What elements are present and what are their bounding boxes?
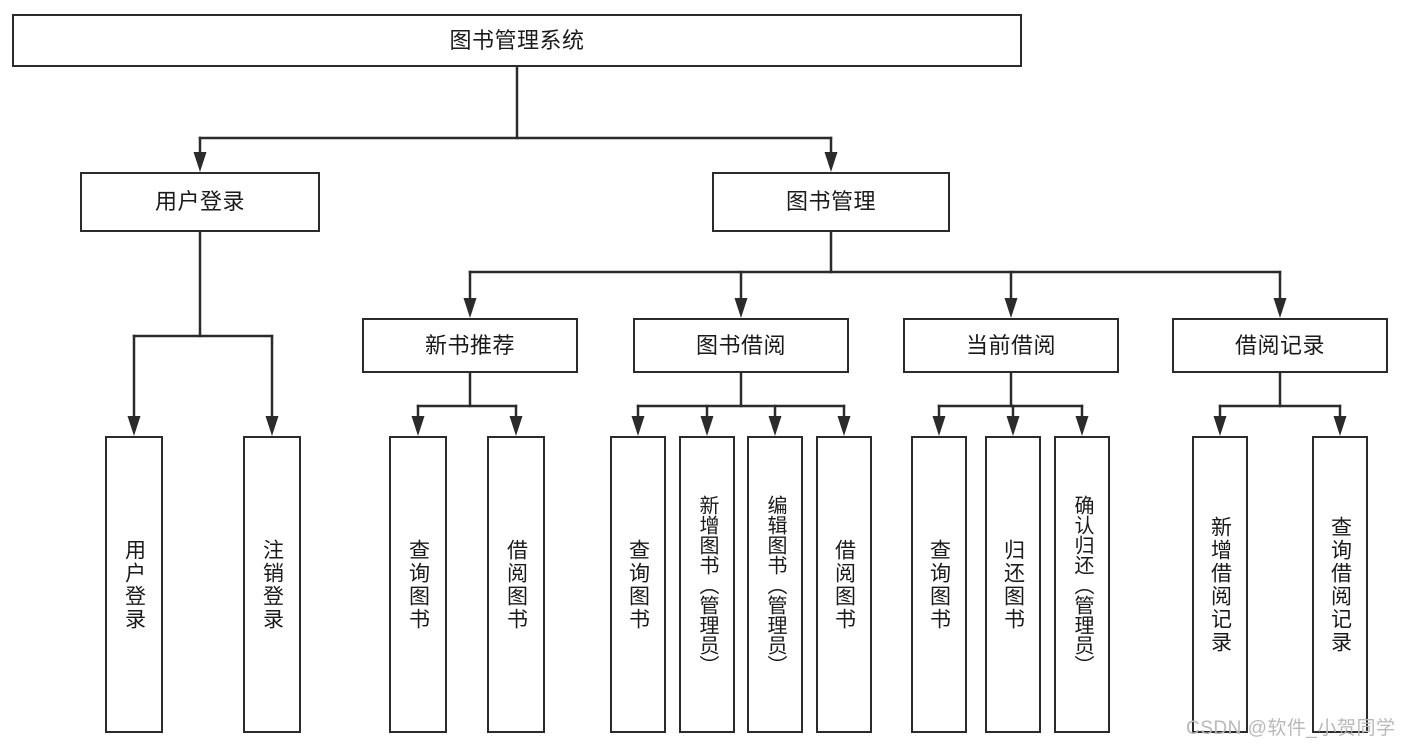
node-label-leaf-rec-query: 查询图书: [406, 538, 430, 631]
connector-arrow-borrowrecord-to-leaves-1: [1333, 416, 1347, 436]
node-leaf-cur-return[interactable]: 归还图书: [985, 436, 1041, 733]
node-label-leaf-borrow-query: 查询图书: [626, 538, 650, 631]
node-leaf-rec-borrow[interactable]: 借阅图书: [487, 436, 545, 733]
node-leaf-cur-confirm[interactable]: 确认归还（管理员）: [1054, 436, 1110, 733]
node-label-leaf-borrow-lend: 借阅图书: [832, 538, 856, 631]
node-leaf-rec-search[interactable]: 查询借阅记录: [1312, 436, 1368, 733]
node-leaf-user-login[interactable]: 用户登录: [105, 436, 163, 733]
node-leaf-cur-query[interactable]: 查询图书: [911, 436, 967, 733]
node-label-leaf-rec-add: 新增借阅记录: [1208, 515, 1232, 654]
node-label-leaf-cur-query: 查询图书: [927, 538, 951, 631]
connector-arrow-newbookrec-to-leaves-1: [509, 416, 523, 436]
node-label-book-borrow: 图书借阅: [695, 332, 786, 358]
connector-arrow-bookmanage-to-level3-3: [1273, 298, 1287, 318]
node-leaf-rec-query[interactable]: 查询图书: [389, 436, 447, 733]
connector-arrow-bookmanage-to-level3-2: [1004, 298, 1018, 318]
connector-arrow-userlogin-to-leaves-0: [127, 416, 141, 436]
node-label-book-manage: 图书管理: [785, 189, 876, 215]
node-user-login[interactable]: 用户登录: [80, 172, 320, 232]
connector-arrow-borrowrecord-to-leaves-0: [1213, 416, 1227, 436]
node-label-leaf-borrow-edit: 编辑图书（管理员）: [764, 494, 786, 675]
node-label-leaf-user-login: 用户登录: [122, 538, 146, 631]
node-borrow-record[interactable]: 借阅记录: [1172, 318, 1388, 373]
node-leaf-rec-add[interactable]: 新增借阅记录: [1192, 436, 1248, 733]
node-label-leaf-rec-search: 查询借阅记录: [1328, 515, 1352, 654]
node-new-book-rec[interactable]: 新书推荐: [362, 318, 578, 373]
node-book-manage[interactable]: 图书管理: [712, 172, 950, 232]
node-root[interactable]: 图书管理系统: [12, 14, 1022, 67]
connector-arrow-newbookrec-to-leaves-0: [411, 416, 425, 436]
node-label-leaf-user-logout: 注销登录: [260, 538, 284, 631]
node-label-user-login: 用户登录: [154, 189, 245, 215]
node-label-root: 图书管理系统: [449, 27, 585, 53]
connector-arrow-bookmanage-to-level3-0: [463, 298, 477, 318]
node-label-leaf-rec-borrow: 借阅图书: [504, 538, 528, 631]
node-leaf-borrow-query[interactable]: 查询图书: [610, 436, 666, 733]
connector-arrow-currentborrow-to-leaves-0: [932, 416, 946, 436]
connector-arrow-root-to-level2-0: [193, 152, 207, 172]
node-label-leaf-borrow-add: 新增图书（管理员）: [696, 494, 718, 675]
connector-arrow-bookborrow-to-leaves-3: [837, 416, 851, 436]
node-label-current-borrow: 当前借阅: [965, 332, 1056, 358]
node-label-leaf-cur-confirm: 确认归还（管理员）: [1071, 494, 1093, 675]
node-label-leaf-cur-return: 归还图书: [1001, 538, 1025, 631]
node-leaf-borrow-lend[interactable]: 借阅图书: [816, 436, 872, 733]
node-current-borrow[interactable]: 当前借阅: [903, 318, 1119, 373]
connector-arrow-bookborrow-to-leaves-2: [768, 416, 782, 436]
connector-arrow-bookborrow-to-leaves-0: [631, 416, 645, 436]
node-label-new-book-rec: 新书推荐: [424, 332, 515, 358]
node-book-borrow[interactable]: 图书借阅: [633, 318, 849, 373]
connector-arrow-root-to-level2-1: [824, 152, 838, 172]
node-leaf-user-logout[interactable]: 注销登录: [243, 436, 301, 733]
node-leaf-borrow-add[interactable]: 新增图书（管理员）: [679, 436, 735, 733]
connector-arrow-currentborrow-to-leaves-1: [1006, 416, 1020, 436]
connector-arrow-userlogin-to-leaves-1: [265, 416, 279, 436]
node-label-borrow-record: 借阅记录: [1234, 332, 1325, 358]
connector-arrow-bookborrow-to-leaves-1: [700, 416, 714, 436]
connector-arrow-currentborrow-to-leaves-2: [1075, 416, 1089, 436]
connector-arrow-bookmanage-to-level3-1: [734, 298, 748, 318]
node-leaf-borrow-edit[interactable]: 编辑图书（管理员）: [747, 436, 803, 733]
